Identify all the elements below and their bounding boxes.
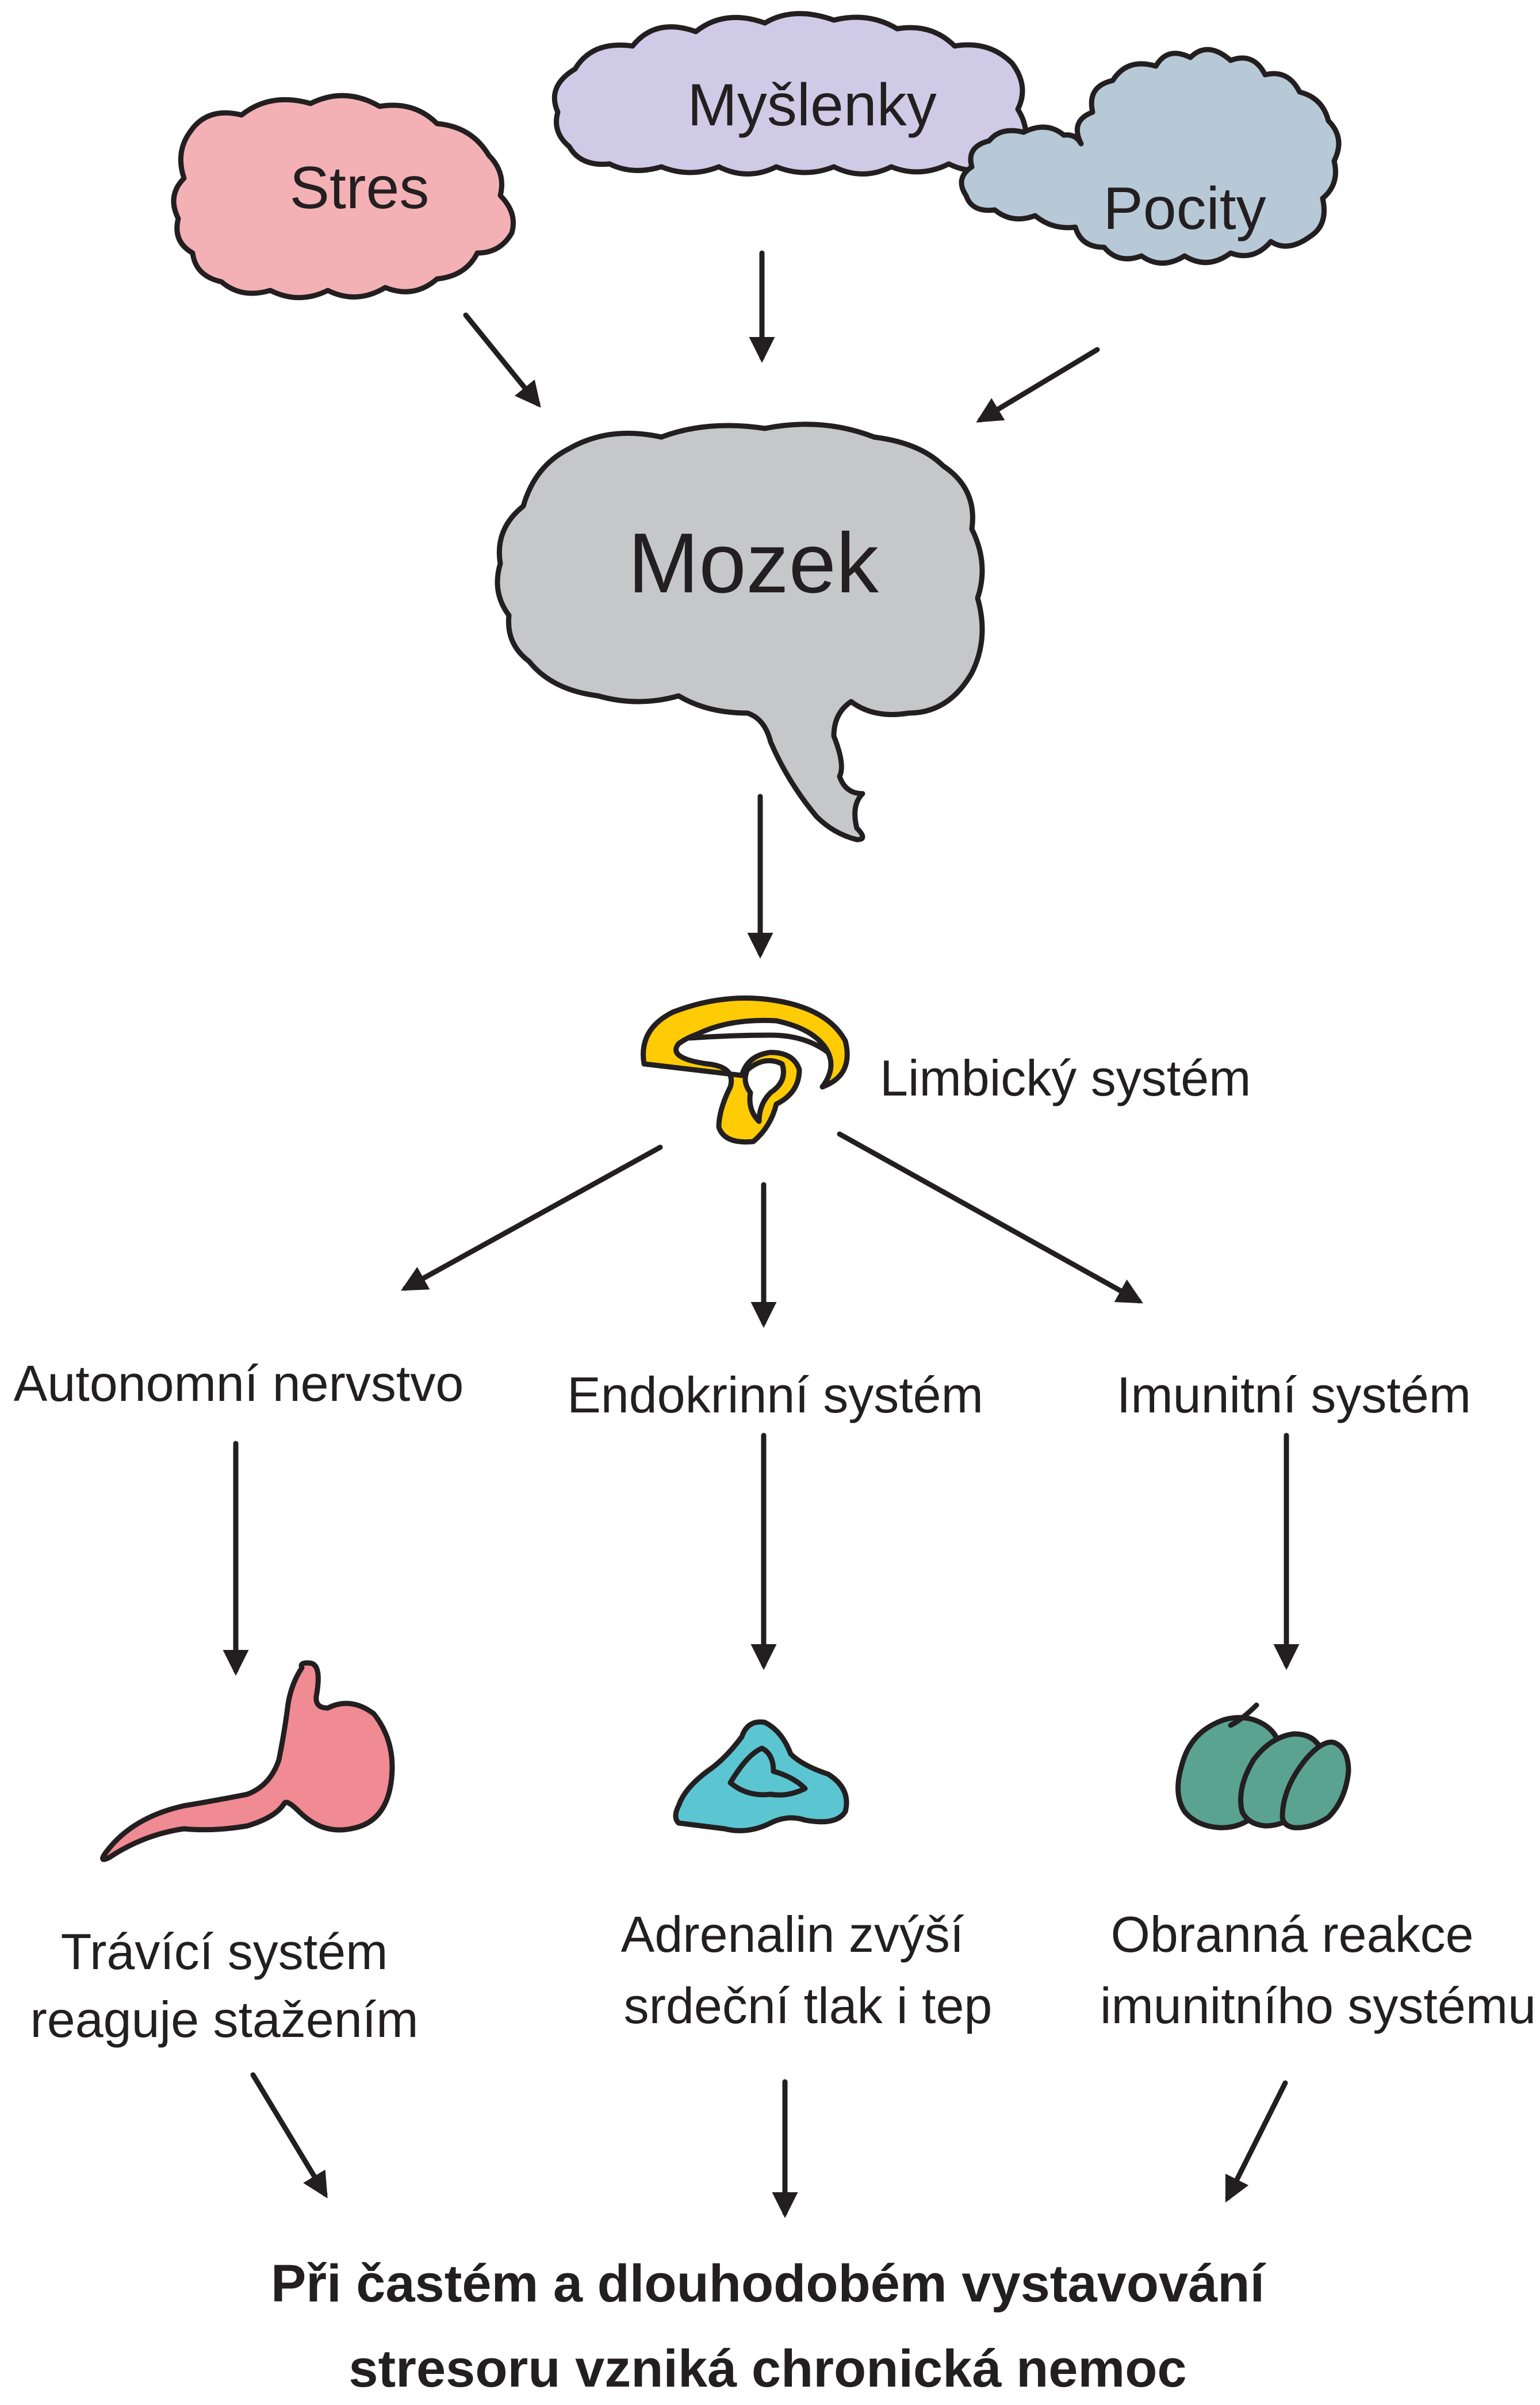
- pocity-label: Pocity: [1103, 175, 1266, 242]
- effect-immune-text: Obranná reakce: [1110, 1906, 1473, 1963]
- cloud-pocity: Pocity: [959, 47, 1342, 266]
- effect-adrenalin-text-line2: srdeční tlak i tep: [624, 1977, 993, 2034]
- pocity-cloud-shape: [959, 47, 1342, 266]
- cloud-stres: Stres: [171, 93, 516, 300]
- brain-label: Mozek: [628, 516, 879, 611]
- conclusion-text: Při častém a dlouhodobém vystavování: [271, 2254, 1267, 2313]
- conclusion-text-line2: stresoru vzniká chronická nemoc: [348, 2339, 1186, 2398]
- arrow-limbic-to-autonomic: [401, 1144, 663, 1291]
- brain-shape: [495, 422, 985, 842]
- arrow-immune-to-conclusion: [1225, 2080, 1288, 2203]
- system-autonomic-label: Autonomní nervstvo: [14, 1355, 464, 1412]
- lymph-node-icon: [1175, 1702, 1351, 1830]
- arrow-stres-to-brain: [463, 312, 541, 408]
- arrow-limbic-to-immune: [837, 1131, 1143, 1304]
- effect-digestive-text: Trávící systém: [61, 1923, 388, 1980]
- stres-cloud-shape: [171, 93, 516, 300]
- stomach-icon: [100, 1660, 395, 1862]
- brain: Mozek: [495, 422, 985, 842]
- cloud-myslenky: Myšlenky: [551, 11, 1029, 177]
- stres-label: Stres: [290, 155, 430, 221]
- effect-digestive-text-line2: reaguje stažením: [30, 1991, 418, 2048]
- arrow-digestive-to-conclusion: [250, 2072, 328, 2199]
- system-endocrine-label: Endokrinní systém: [567, 1366, 983, 1423]
- limbic-label: Limbický systém: [880, 1050, 1251, 1106]
- effect-adrenalin-text: Adrenalin zvýší: [621, 1906, 964, 1963]
- effect-immune-text-line2: imunitního systému: [1100, 1977, 1536, 2034]
- system-immune-label: Imunitní systém: [1117, 1366, 1471, 1423]
- myslenky-label: Myšlenky: [687, 72, 936, 139]
- limbic-system: Limbický systém: [641, 995, 1251, 1145]
- arrow-pocity-to-brain: [976, 347, 1100, 423]
- adrenal-gland-icon: [673, 1719, 849, 1833]
- limbic-system-icon: [641, 995, 850, 1145]
